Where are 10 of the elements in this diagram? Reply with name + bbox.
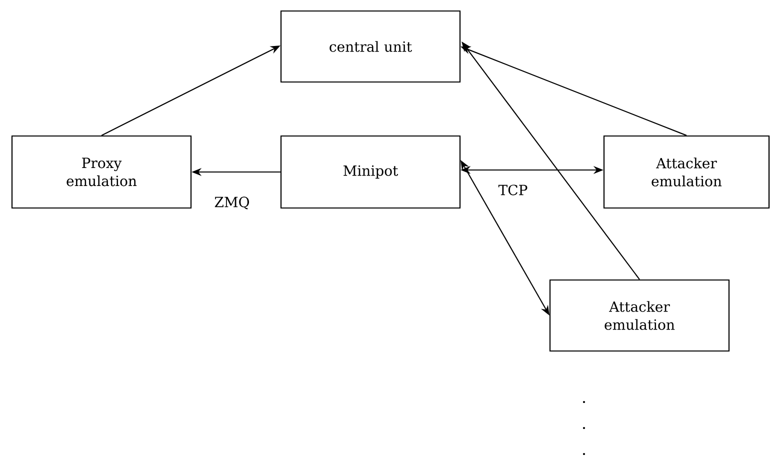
ellipsis-dot: . [582, 426, 586, 430]
process-box: Attacker emulation [603, 135, 770, 209]
ellipsis-dot: . [582, 400, 586, 404]
edge-label: TCP [497, 184, 529, 196]
edge-label: ZMQ [213, 196, 251, 210]
process-box: Proxy emulation [11, 135, 192, 209]
process-box: Minipot [280, 135, 461, 209]
ellipsis-dot: . [582, 452, 586, 456]
process-box: central unit [280, 10, 461, 83]
process-box: Attacker emulation [549, 279, 730, 352]
